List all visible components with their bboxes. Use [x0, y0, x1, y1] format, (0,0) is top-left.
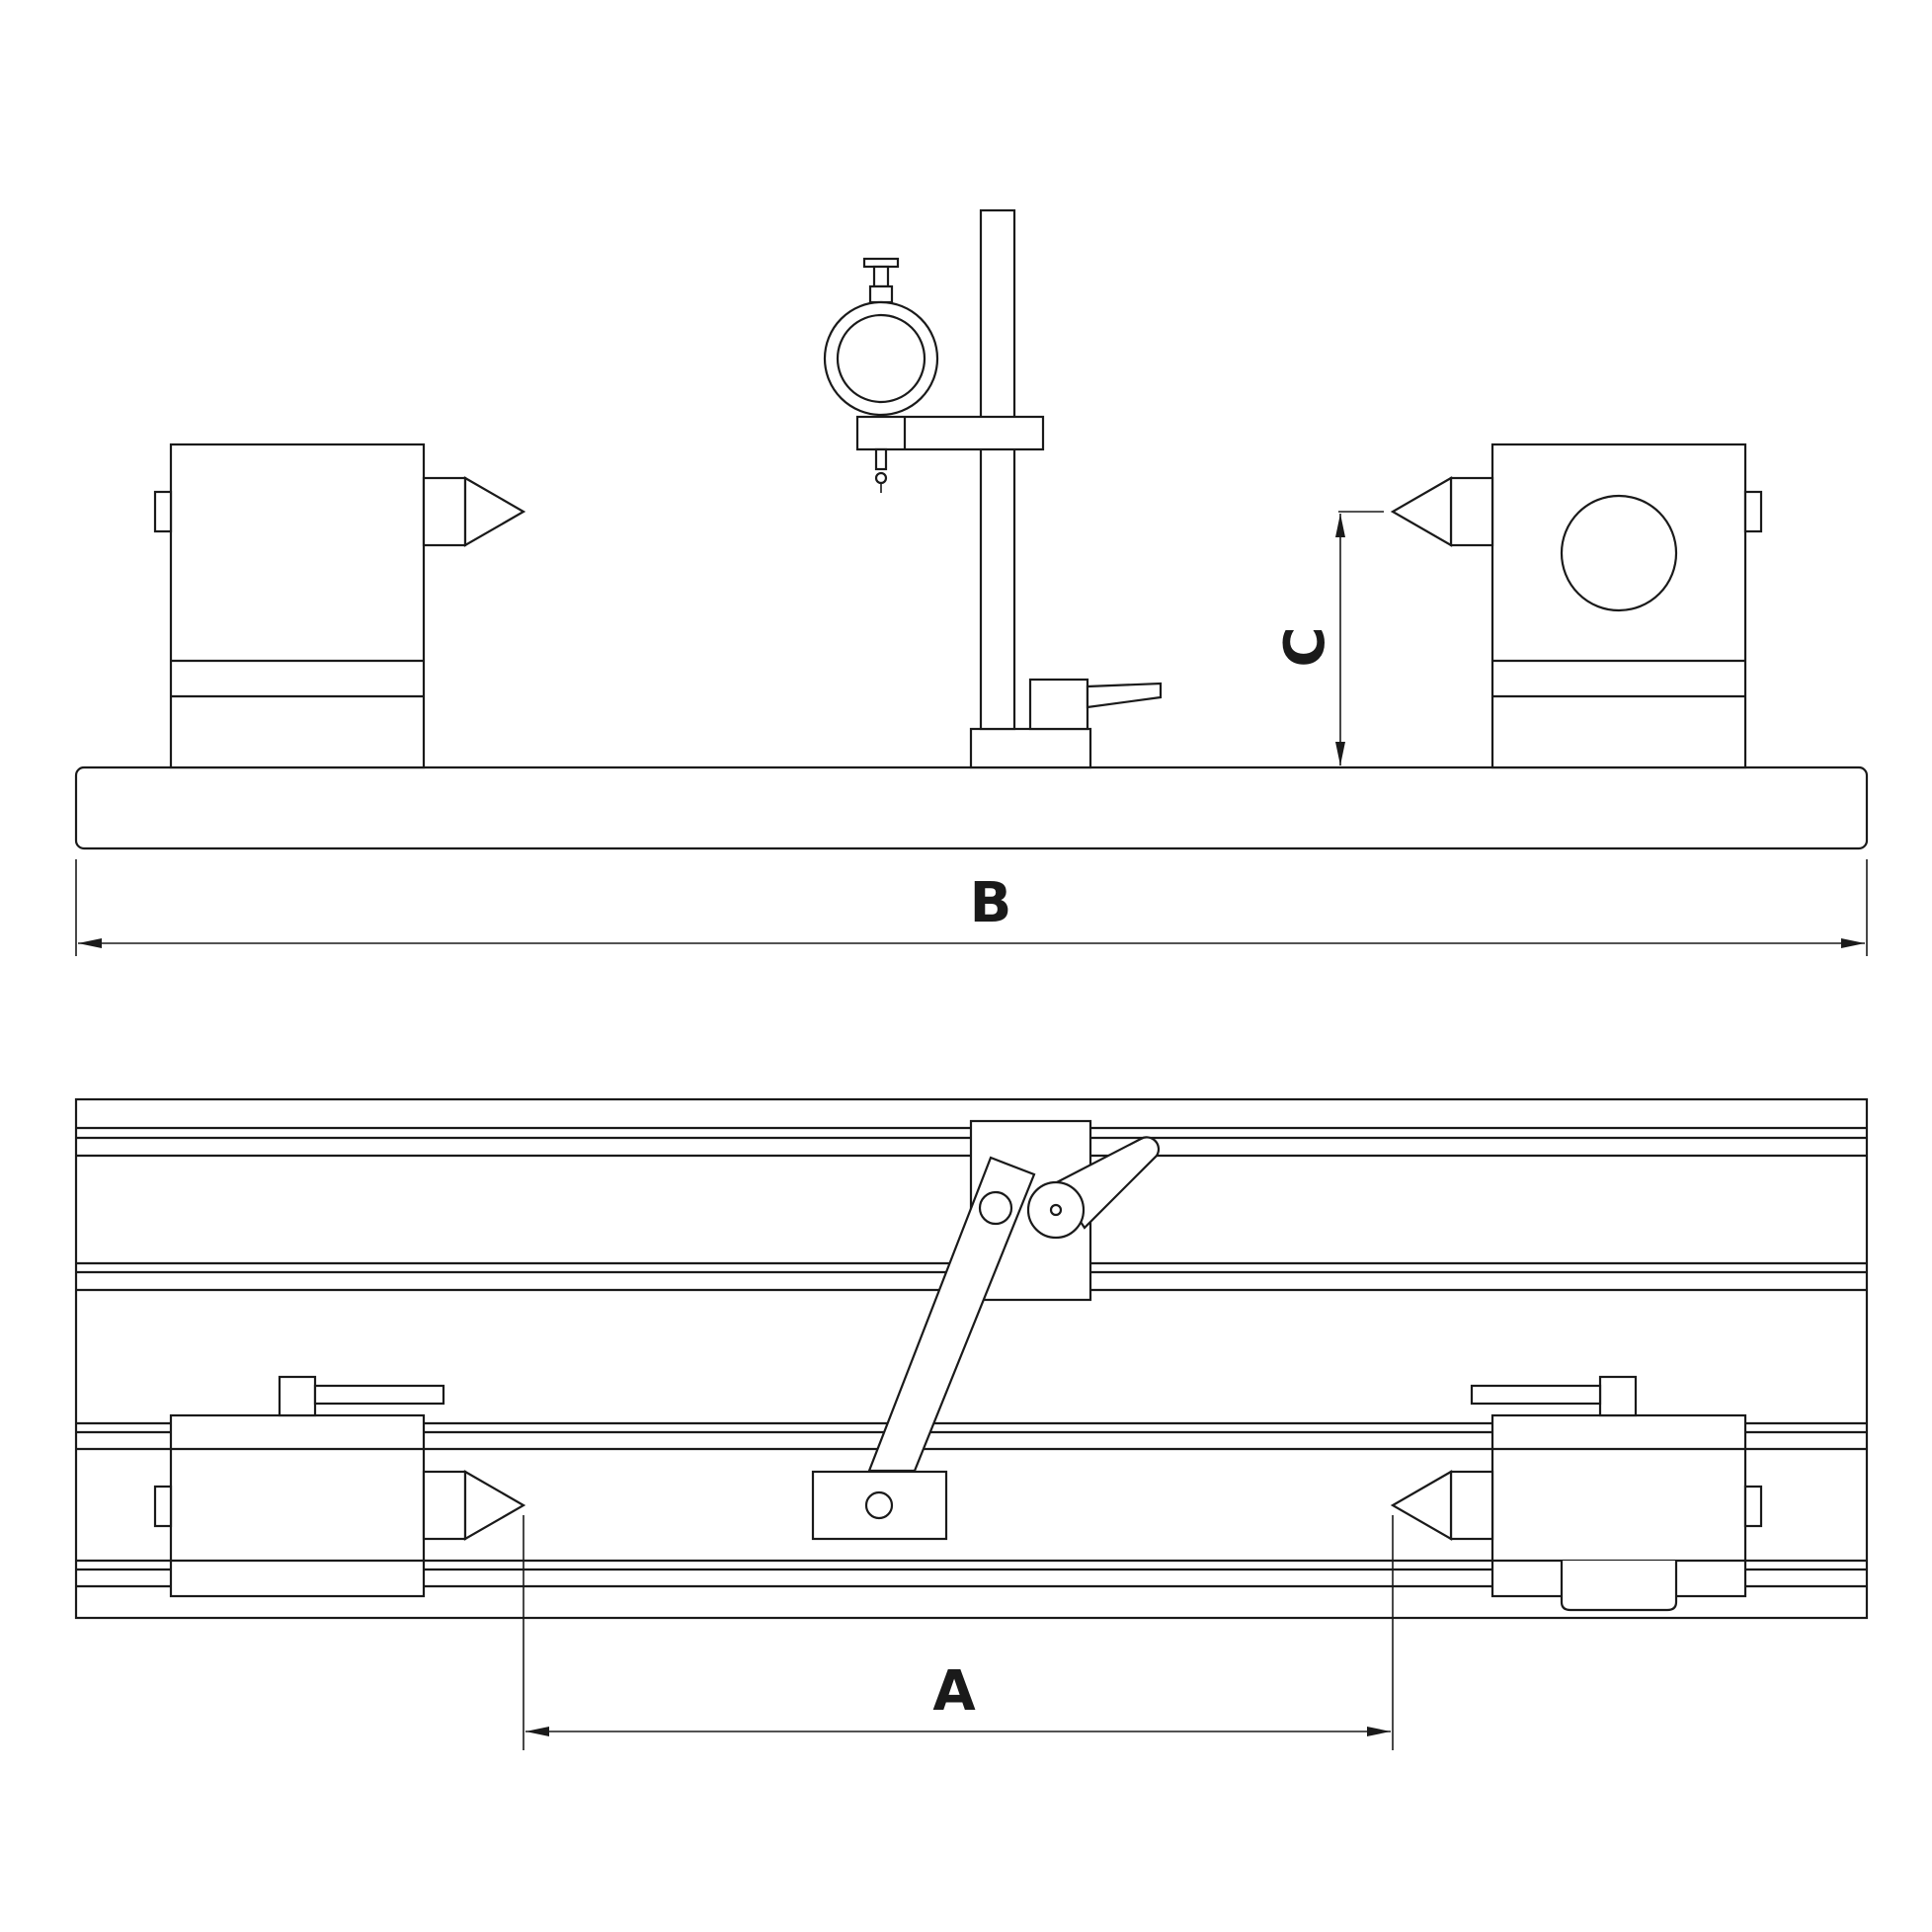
- top-view: A: [74, 1097, 1869, 1750]
- top-left-quill: [422, 1470, 467, 1541]
- side-stand-arm: [855, 415, 1045, 451]
- side-right-quill: [1449, 476, 1494, 547]
- dial-gauge-tip: [874, 471, 888, 485]
- side-view: C B: [74, 208, 1869, 956]
- top-arm-foot-hole: [864, 1490, 894, 1520]
- top-right-center-point: [1390, 1470, 1453, 1541]
- top-right-quill: [1449, 1470, 1494, 1541]
- side-right-knob: [1743, 490, 1763, 533]
- top-right-tab: [1560, 1561, 1678, 1612]
- dimension-c: C: [1273, 511, 1384, 768]
- top-lever-hub: [1026, 1180, 1086, 1240]
- dial-gauge-neck: [868, 284, 894, 304]
- top-rail-bed: [74, 1097, 1869, 1620]
- dial-gauge-spindle: [874, 447, 888, 471]
- top-left-knob: [153, 1485, 173, 1528]
- dial-gauge-outer: [823, 300, 939, 417]
- top-left-clamp-lever: [313, 1384, 445, 1406]
- top-lever-hub-center: [1049, 1203, 1063, 1217]
- side-base-bed: [74, 765, 1869, 850]
- side-stand-column: [979, 208, 1016, 731]
- top-left-headstock: [153, 1375, 526, 1598]
- top-right-clamp-lever: [1470, 1384, 1602, 1406]
- dial-gauge-stem: [872, 265, 890, 288]
- side-stand-clamp: [1028, 678, 1089, 731]
- dimension-b-label: B: [970, 871, 1012, 935]
- side-stand-base: [969, 727, 1092, 769]
- dial-gauge-cap: [862, 257, 900, 269]
- side-indicator-stand: [823, 208, 1163, 769]
- side-left-headstock: [153, 443, 526, 769]
- dial-gauge-face: [836, 313, 926, 404]
- top-arm-foot: [811, 1470, 948, 1541]
- side-right-center-point: [1390, 476, 1453, 547]
- side-right-handwheel: [1560, 494, 1678, 612]
- side-right-tailstock: [1390, 443, 1763, 769]
- dimension-a-label: A: [932, 1659, 976, 1724]
- top-right-tailstock: [1390, 1375, 1763, 1612]
- top-left-center-point: [463, 1470, 526, 1541]
- top-left-clamp-block: [278, 1375, 317, 1417]
- side-left-quill: [422, 476, 467, 547]
- dimension-c-label: C: [1273, 626, 1337, 667]
- top-right-clamp-block: [1598, 1375, 1638, 1417]
- side-left-knob: [153, 490, 173, 533]
- side-stand-clamp-lever: [1086, 682, 1163, 709]
- dimension-a: A: [523, 1515, 1394, 1750]
- top-stand-block: [811, 1119, 1161, 1541]
- top-right-knob: [1743, 1485, 1763, 1528]
- top-arm-pivot: [978, 1190, 1013, 1226]
- side-left-center-point: [463, 476, 526, 547]
- dimension-b: B: [75, 859, 1868, 956]
